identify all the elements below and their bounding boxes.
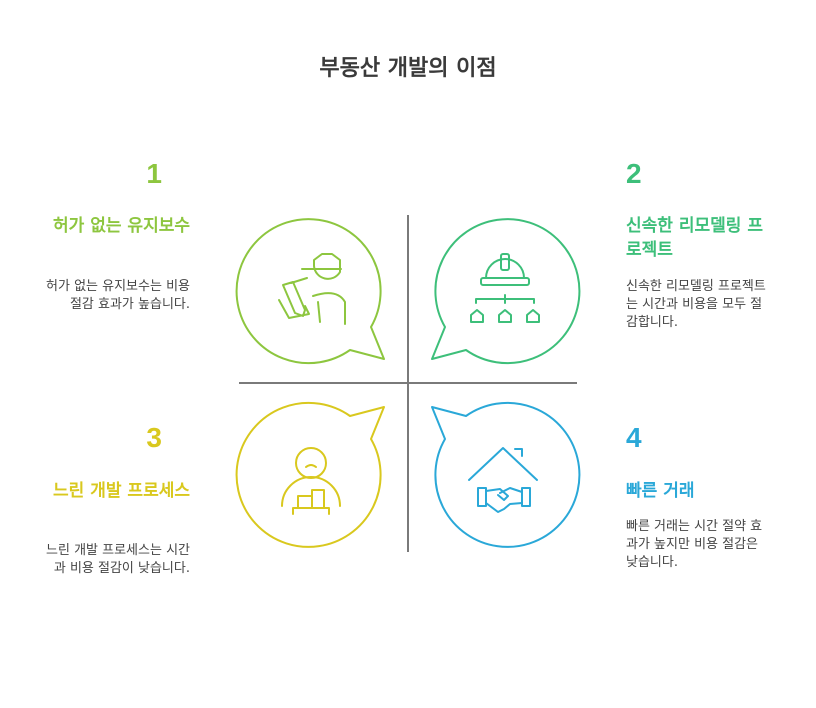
quadrant-1-heading: 허가 없는 유지보수 xyxy=(53,216,190,236)
quadrant-4-description: 빠른 거래는 시간 절약 효과가 높지만 비용 절감은 낮습니다. xyxy=(626,519,763,570)
page-title: 부동산 개발의 이점 xyxy=(319,56,497,81)
quadrant-4-number: 4 xyxy=(626,422,642,453)
quadrant-2-heading: 신속한 리모델링 프로젝트 xyxy=(626,216,763,260)
quadrant-3-description: 느린 개발 프로세스는 시간과 비용 절감이 낮습니다. xyxy=(46,543,190,576)
quadrant-2-description: 신속한 리모델링 프로젝트는 시간과 비용을 모두 절감합니다. xyxy=(626,279,766,330)
quadrant-2-number: 2 xyxy=(626,158,642,189)
quadrant-1-description: 허가 없는 유지보수는 비용 절감 효과가 높습니다. xyxy=(46,279,190,312)
quadrant-3-heading: 느린 개발 프로세스 xyxy=(53,481,190,501)
quadrant-3-number: 3 xyxy=(146,422,162,453)
quadrant-4-heading: 빠른 거래 xyxy=(626,481,695,501)
quadrant-1-number: 1 xyxy=(146,158,162,189)
vertical-divider xyxy=(407,215,409,552)
